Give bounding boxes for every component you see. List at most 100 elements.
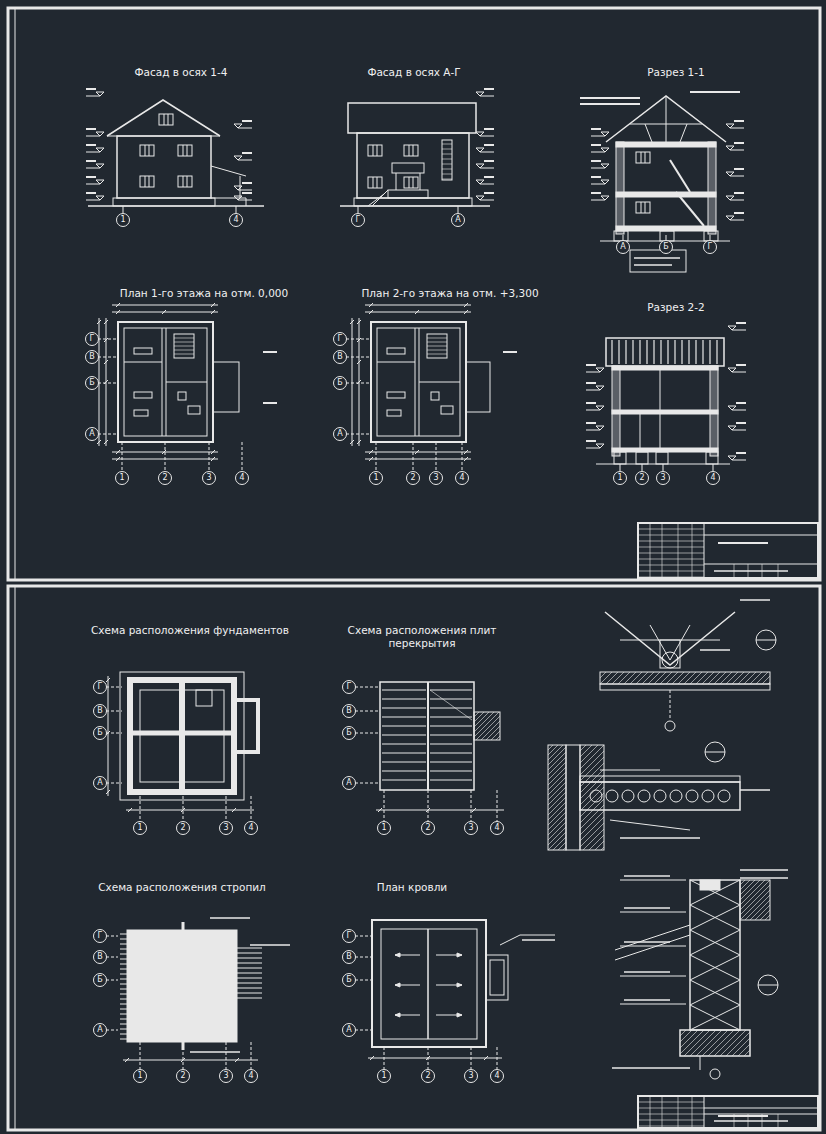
hatch	[580, 769, 604, 793]
window-mullion	[377, 177, 378, 188]
note-line	[634, 257, 680, 259]
axis-bubble	[134, 1070, 147, 1083]
axis-line	[384, 790, 385, 821]
dimension-tick	[235, 1058, 239, 1062]
level-mark	[596, 444, 604, 448]
dimension-tick	[211, 310, 215, 314]
view-title: Фасад в осях А-Г	[367, 66, 460, 79]
title-block-rule	[638, 535, 704, 536]
hatch	[580, 781, 604, 805]
dimension-tick	[125, 1058, 129, 1062]
rafter-tail	[120, 1024, 127, 1025]
slab-joint	[382, 753, 426, 754]
slab-void	[654, 790, 666, 802]
ground-line	[340, 205, 490, 207]
truss-strut	[645, 124, 652, 142]
annex-rafter	[237, 953, 262, 954]
slope-arrowhead	[395, 953, 400, 957]
level-value	[736, 402, 746, 404]
hatch	[548, 787, 566, 805]
axis-label: 2	[425, 1071, 430, 1081]
stair-tread	[427, 346, 447, 347]
annex-rafter	[237, 948, 262, 949]
hatch	[580, 799, 604, 823]
title-block-entry	[714, 570, 788, 572]
leader-line	[620, 946, 686, 947]
axis-label: 3	[206, 473, 211, 483]
axis-bubble	[159, 472, 172, 485]
axis-label: 3	[433, 473, 438, 483]
level-mark	[476, 164, 484, 168]
hatch	[491, 731, 500, 740]
section-mark	[263, 351, 277, 353]
axis-label: 3	[660, 473, 665, 483]
axis-line	[106, 783, 122, 784]
wall-section	[616, 142, 624, 234]
slab-void	[638, 790, 650, 802]
window-mullion	[149, 176, 150, 187]
dimension-tick	[97, 320, 101, 324]
dimension-tick	[472, 808, 476, 812]
level-mark	[96, 196, 104, 200]
wall-inner	[124, 328, 207, 436]
slab-section	[616, 192, 716, 197]
axis-line	[242, 442, 243, 471]
rafter	[681, 340, 682, 364]
dimension-tick	[369, 457, 373, 461]
level-mark	[726, 196, 734, 200]
note-line	[612, 1067, 690, 1069]
slab-outline	[380, 682, 474, 790]
axis-line	[497, 1047, 498, 1069]
annex-rafter	[237, 968, 262, 969]
level-line	[732, 460, 746, 461]
ground-line	[88, 205, 264, 207]
stair-tread	[174, 350, 194, 351]
rafter-tail	[120, 964, 127, 965]
level-line	[238, 160, 252, 161]
hatch	[648, 672, 660, 684]
axis-label: Б	[346, 728, 352, 738]
wall-outer	[118, 322, 213, 442]
axis-line	[428, 1047, 429, 1069]
axis-label: Б	[97, 975, 103, 985]
axis-line	[251, 1042, 252, 1069]
title-block-rule	[662, 523, 663, 578]
dimension-tick	[162, 310, 166, 314]
axis-label: 4	[248, 1071, 253, 1081]
hatch	[680, 1030, 686, 1036]
window-mullion	[183, 145, 184, 156]
axis-bubble	[236, 472, 249, 485]
axis-line	[98, 357, 118, 358]
level-line	[732, 430, 746, 431]
axis-label: Г	[90, 334, 95, 344]
annex-roof	[486, 955, 508, 1000]
level-mark	[728, 326, 736, 330]
annex-roof-inner	[490, 960, 504, 995]
note-line	[580, 103, 640, 105]
slab-joint	[382, 771, 426, 772]
dimension-tick	[106, 790, 110, 794]
frame-brace	[690, 880, 740, 905]
hatch	[654, 672, 666, 684]
slab-annex	[474, 712, 500, 740]
section-mark	[263, 402, 277, 404]
axis-bubble	[343, 930, 356, 943]
axis-bubble	[430, 472, 443, 485]
slab-joint	[430, 735, 472, 736]
axis-bubble	[452, 214, 465, 227]
dimension-tick	[211, 457, 215, 461]
axis-label: Г	[708, 242, 713, 252]
axis-line	[355, 783, 380, 784]
level-line	[586, 448, 600, 449]
axis-bubble	[94, 681, 107, 694]
hatch	[548, 817, 566, 835]
dimension-line	[365, 305, 471, 306]
title-block-rule	[638, 541, 704, 542]
furniture	[134, 348, 152, 354]
frame-brace	[690, 905, 740, 930]
hatch	[476, 716, 500, 740]
level-value	[484, 88, 494, 90]
hatch	[580, 763, 604, 787]
hatch	[553, 837, 566, 850]
dimension-tick	[97, 440, 101, 444]
